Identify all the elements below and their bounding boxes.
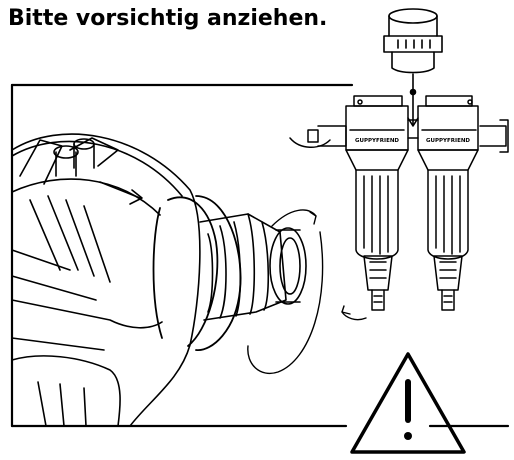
warning-triangle-icon [350, 352, 466, 454]
filter-label-left: GUPPYFRIEND [355, 138, 399, 144]
filter-labels: GUPPYFRIEND GUPPYFRIEND [355, 138, 470, 144]
detail-frame [10, 83, 510, 428]
nipple-fitting-icon [383, 8, 443, 127]
filter-label-right: GUPPYFRIEND [426, 138, 470, 144]
threaded-fitting [199, 213, 307, 321]
rotate-arrow-icon [247, 209, 367, 375]
double-filter-unit [289, 95, 509, 311]
filter-housing-detail [11, 133, 201, 427]
housing-collar [152, 195, 242, 351]
page-heading: Bitte vorsichtig anziehen. [8, 6, 328, 31]
